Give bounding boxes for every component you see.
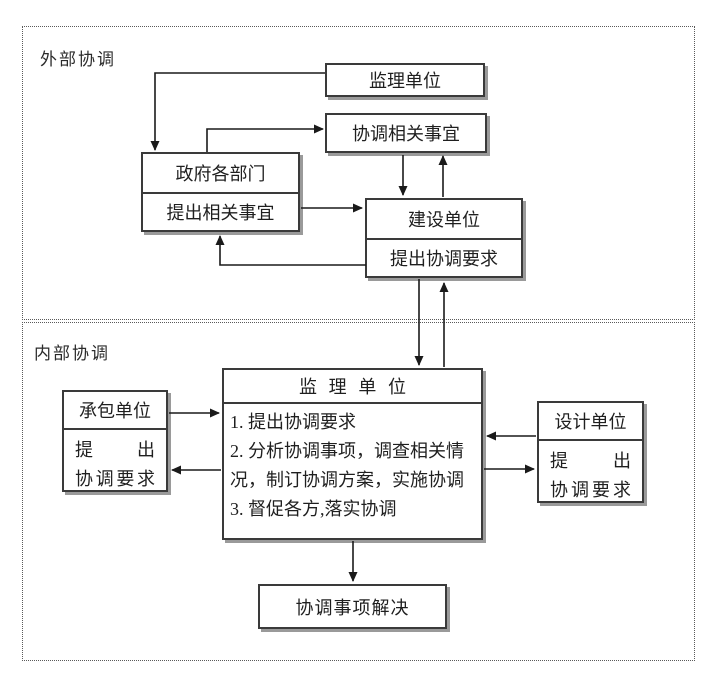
internal-section-label: 内部协调: [34, 344, 110, 363]
external-section-label: 外部协调: [40, 50, 116, 69]
external-supervision-unit-title: 监理单位: [369, 71, 441, 91]
coordination-matters-box: 协调相关事宜: [325, 113, 487, 153]
outcome-title: 协调事项解决: [295, 597, 410, 618]
design-action-line2: 协调要求: [550, 480, 631, 500]
supervision-task-3: 3. 督促各方,落实协调: [230, 499, 397, 519]
design-unit-box: 设计单位 提出 协调要求: [537, 401, 644, 503]
contractor-action-line1: 提出: [75, 440, 155, 460]
government-departments-box: 政府各部门 提出相关事宜: [141, 152, 300, 232]
contractor-action-line2: 协调要求: [75, 469, 155, 489]
internal-supervision-unit-title: 监理单位: [224, 370, 481, 404]
design-action-line1: 提出: [550, 451, 631, 471]
internal-supervision-task-list: 1. 提出协调要求 2. 分析协调事项，调查相关情况，制订协调方案，实施协调 3…: [224, 404, 481, 524]
external-supervision-unit-box: 监理单位: [325, 63, 485, 97]
contractor-unit-title: 承包单位: [79, 401, 151, 421]
design-unit-title: 设计单位: [554, 412, 627, 432]
government-departments-title: 政府各部门: [175, 164, 266, 184]
contractor-unit-box: 承包单位 提出 协调要求: [62, 390, 168, 492]
construction-unit-title: 建设单位: [408, 210, 480, 230]
coordination-matters-title: 协调相关事宜: [352, 124, 460, 144]
design-unit-action: 提出 协调要求: [539, 439, 642, 505]
contractor-unit-action: 提出 协调要求: [64, 428, 166, 494]
government-departments-action: 提出相关事宜: [143, 192, 298, 230]
supervision-task-2: 2. 分析协调事项，调查相关情况，制订协调方案，实施协调: [230, 441, 464, 490]
external-coordination-section: [22, 26, 695, 320]
internal-coordination-section: [22, 322, 695, 661]
construction-unit-action: 提出协调要求: [367, 238, 521, 276]
internal-supervision-unit-box: 监理单位 1. 提出协调要求 2. 分析协调事项，调查相关情况，制订协调方案，实…: [222, 368, 483, 540]
construction-unit-box: 建设单位 提出协调要求: [365, 198, 523, 278]
supervision-task-1: 1. 提出协调要求: [230, 412, 356, 432]
outcome-box: 协调事项解决: [258, 584, 447, 629]
